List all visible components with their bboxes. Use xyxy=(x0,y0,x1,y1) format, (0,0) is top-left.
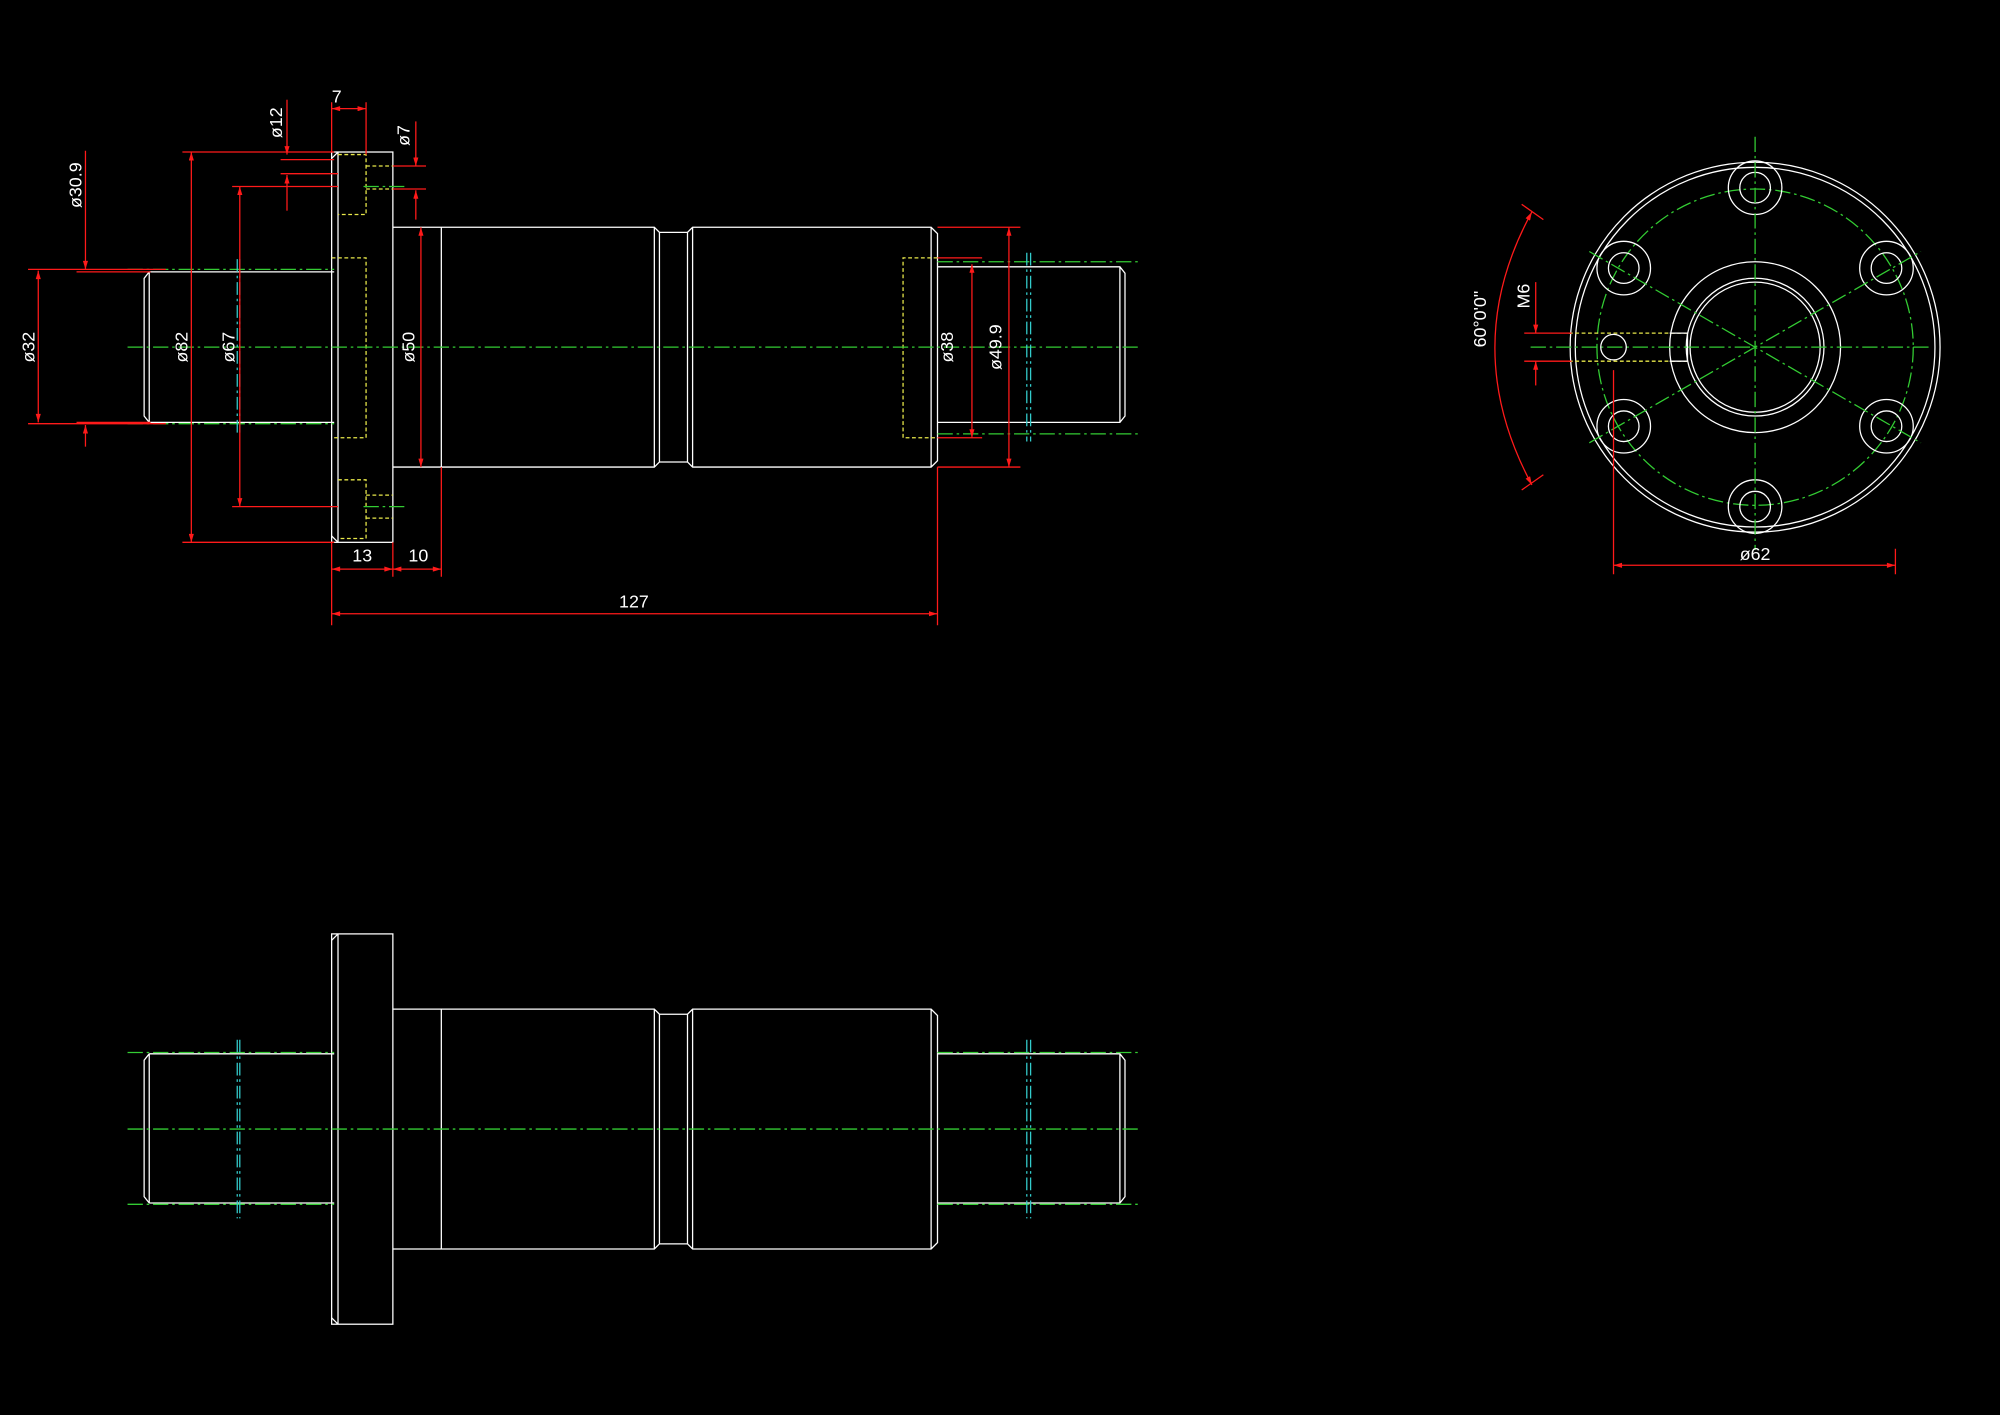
dim-d50: ø50 xyxy=(399,332,419,363)
bolt-hole xyxy=(1596,240,1652,296)
ext-d49-9 xyxy=(937,226,1021,468)
hole xyxy=(1870,252,1903,285)
end-view-center-lines xyxy=(1530,136,1929,550)
dim-arc-angle xyxy=(1494,211,1533,486)
dim-7: 7 xyxy=(332,86,342,106)
grease-port-circle xyxy=(1600,333,1627,361)
hidden-bolt-hole-top xyxy=(338,153,393,216)
dim-127: 127 xyxy=(619,591,649,611)
ext-d32 xyxy=(28,268,166,425)
end-view: M6 60°0'0" ø62 xyxy=(1470,136,1941,575)
dim-d62: ø62 xyxy=(1740,544,1771,564)
dimensions: ø30.9 ø32 ø82 ø67 ø12 7 xyxy=(18,86,1021,626)
side-view xyxy=(127,933,1140,1325)
hidden-bolt-hole-bottom xyxy=(338,479,393,540)
hole xyxy=(1870,410,1903,443)
ext-m6 xyxy=(1524,332,1572,362)
side-view-center-lines xyxy=(127,1051,1140,1205)
counterbore xyxy=(1596,398,1652,454)
left-shaft xyxy=(143,1053,335,1204)
dim-d7: ø7 xyxy=(393,125,413,146)
ext-d7 xyxy=(392,165,427,190)
dim-d67: ø67 xyxy=(219,332,239,363)
dim-angle: 60°0'0" xyxy=(1470,291,1490,348)
hole xyxy=(1607,410,1640,443)
hole xyxy=(1607,252,1640,285)
dim-d12: ø12 xyxy=(266,107,286,138)
dim-m6: M6 xyxy=(1513,284,1533,309)
dim-10: 10 xyxy=(408,545,428,565)
dim-13: 13 xyxy=(352,545,372,565)
ext-d67 xyxy=(232,185,339,508)
ext-d82 xyxy=(182,151,335,543)
bolt-hole xyxy=(1859,240,1914,296)
ext-7 xyxy=(330,102,367,155)
thread-lines xyxy=(127,261,1140,435)
dim-d30-9: ø30.9 xyxy=(66,162,86,208)
hidden-lines xyxy=(331,153,938,540)
bolt-hole-axes xyxy=(363,185,409,508)
front-view: ø30.9 ø32 ø82 ø67 ø12 7 xyxy=(18,86,1140,626)
ext-d62 xyxy=(1612,370,1897,575)
ext-d38 xyxy=(937,257,983,439)
grease-port-hidden xyxy=(1568,332,1688,362)
bolt-hole xyxy=(1859,398,1914,454)
ext-d30-9 xyxy=(76,271,151,424)
ext-d12 xyxy=(280,159,339,175)
dim-d32: ø32 xyxy=(18,332,38,363)
counterbore xyxy=(1859,240,1914,296)
dim-d38: ø38 xyxy=(937,332,957,363)
right-shaft xyxy=(937,266,1126,424)
bolt-hole xyxy=(1596,398,1652,454)
counterbore xyxy=(1859,398,1914,454)
ext-angle xyxy=(1521,203,1544,491)
counterbore xyxy=(1596,240,1652,296)
grease-port-edge xyxy=(1669,332,1689,362)
dim-d49-9: ø49.9 xyxy=(985,324,1005,370)
dim-d82: ø82 xyxy=(171,332,191,363)
